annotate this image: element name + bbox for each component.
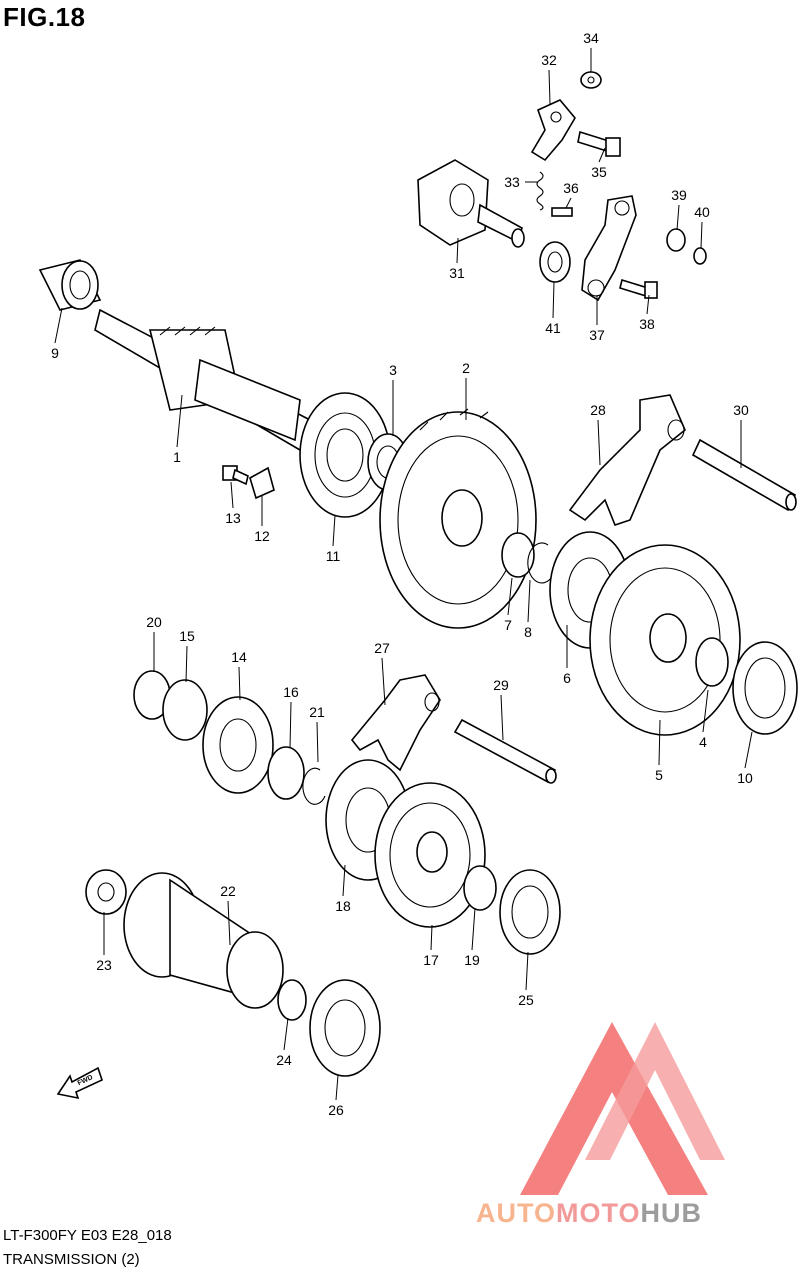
- part-34-washer: [580, 71, 602, 89]
- callout-35: 35: [591, 164, 607, 180]
- callout-5: 5: [655, 767, 663, 783]
- callout-38: 38: [639, 316, 655, 332]
- callout-7: 7: [504, 617, 512, 633]
- part-15-bushing: [162, 679, 208, 741]
- part-9-bearing: [38, 259, 102, 311]
- part-14-gear: [202, 696, 274, 794]
- part-2-gear: [379, 408, 537, 629]
- callout-33: 33: [504, 174, 520, 190]
- callout-34: 34: [583, 30, 599, 46]
- part-26-bearing: [309, 979, 381, 1077]
- callout-23: 23: [96, 957, 112, 973]
- callout-1: 1: [173, 449, 181, 465]
- watermark-logo-icon: [520, 1022, 725, 1195]
- part-38-bolt: [619, 278, 658, 299]
- callout-16: 16: [283, 684, 299, 700]
- part-32-stopper: [530, 99, 576, 162]
- watermark-brand: AUTOMOTOHUB: [476, 1198, 702, 1228]
- callout-6: 6: [563, 670, 571, 686]
- part-41-oil-seal: [539, 241, 571, 283]
- callout-2: 2: [462, 360, 470, 376]
- callout-13: 13: [225, 510, 241, 526]
- part-1-shaft: [94, 308, 320, 451]
- part-4-washer: [695, 637, 729, 687]
- part-33-spring: [536, 171, 544, 211]
- part-29-fork-shaft: [453, 718, 557, 784]
- part-11-bearing: [299, 392, 391, 518]
- callout-24: 24: [276, 1052, 292, 1068]
- callout-41: 41: [545, 320, 561, 336]
- part-31-shift-cam: [417, 159, 525, 248]
- callout-3: 3: [389, 362, 397, 378]
- diagram-code: LT-F300FY E03 E28_018: [3, 1227, 172, 1244]
- callout-17: 17: [423, 952, 439, 968]
- part-28-fork: [568, 394, 686, 526]
- part-35-bolt: [577, 130, 621, 157]
- callout-15: 15: [179, 628, 195, 644]
- part-19-washer: [463, 865, 497, 911]
- part-10-bearing: [732, 641, 798, 735]
- callout-8: 8: [524, 624, 532, 640]
- callout-36: 36: [563, 180, 579, 196]
- part-8-circlip: [527, 542, 554, 584]
- part-40-clip: [693, 247, 707, 265]
- callout-labels: 1 2 3 4 5 6 7 8 9 10 11 12 13 14 15 16 1…: [51, 30, 753, 1118]
- part-37-lever: [581, 195, 637, 302]
- callout-22: 22: [220, 883, 236, 899]
- part-22-drive-shaft: [123, 872, 284, 1009]
- callout-18: 18: [335, 898, 351, 914]
- watermark-moto: MOTO: [556, 1198, 641, 1228]
- callout-29: 29: [493, 677, 509, 693]
- part-25-bearing: [499, 869, 561, 955]
- part-21-circlip: [302, 767, 326, 805]
- part-36-pin: [551, 207, 573, 217]
- callout-25: 25: [518, 992, 534, 1008]
- callout-11: 11: [326, 548, 341, 564]
- callout-27: 27: [374, 640, 390, 656]
- callout-32: 32: [541, 52, 557, 68]
- part-5-gear: [589, 544, 741, 736]
- part-17-gear: [374, 782, 486, 928]
- part-39-washer: [666, 228, 686, 252]
- callout-21: 21: [309, 704, 325, 720]
- figure-title: FIG.18: [3, 2, 86, 32]
- callout-39: 39: [671, 187, 687, 203]
- callout-28: 28: [590, 402, 606, 418]
- callout-26: 26: [328, 1102, 344, 1118]
- part-24-washer: [277, 979, 307, 1021]
- watermark-hub: HUB: [641, 1198, 703, 1228]
- part-13-bolt: [222, 465, 249, 486]
- callout-19: 19: [464, 952, 480, 968]
- callout-9: 9: [51, 345, 59, 361]
- part-12-plate: [249, 466, 275, 500]
- callout-12: 12: [254, 528, 270, 544]
- callout-4: 4: [699, 734, 707, 750]
- part-7-washer: [501, 532, 535, 578]
- callout-10: 10: [737, 770, 753, 786]
- callout-37: 37: [589, 327, 605, 343]
- fwd-arrow-icon: FWD: [56, 1066, 103, 1100]
- part-30-fork-shaft: [691, 438, 797, 512]
- part-16-washer: [267, 746, 305, 800]
- callout-20: 20: [146, 614, 162, 630]
- callout-14: 14: [231, 649, 247, 665]
- diagram-name: TRANSMISSION (2): [3, 1251, 140, 1268]
- callout-30: 30: [733, 402, 749, 418]
- part-27-fork: [350, 674, 441, 772]
- callout-40: 40: [694, 204, 710, 220]
- part-23-washer: [85, 869, 127, 915]
- callout-31: 31: [449, 265, 465, 281]
- watermark-auto: AUTO: [476, 1198, 556, 1228]
